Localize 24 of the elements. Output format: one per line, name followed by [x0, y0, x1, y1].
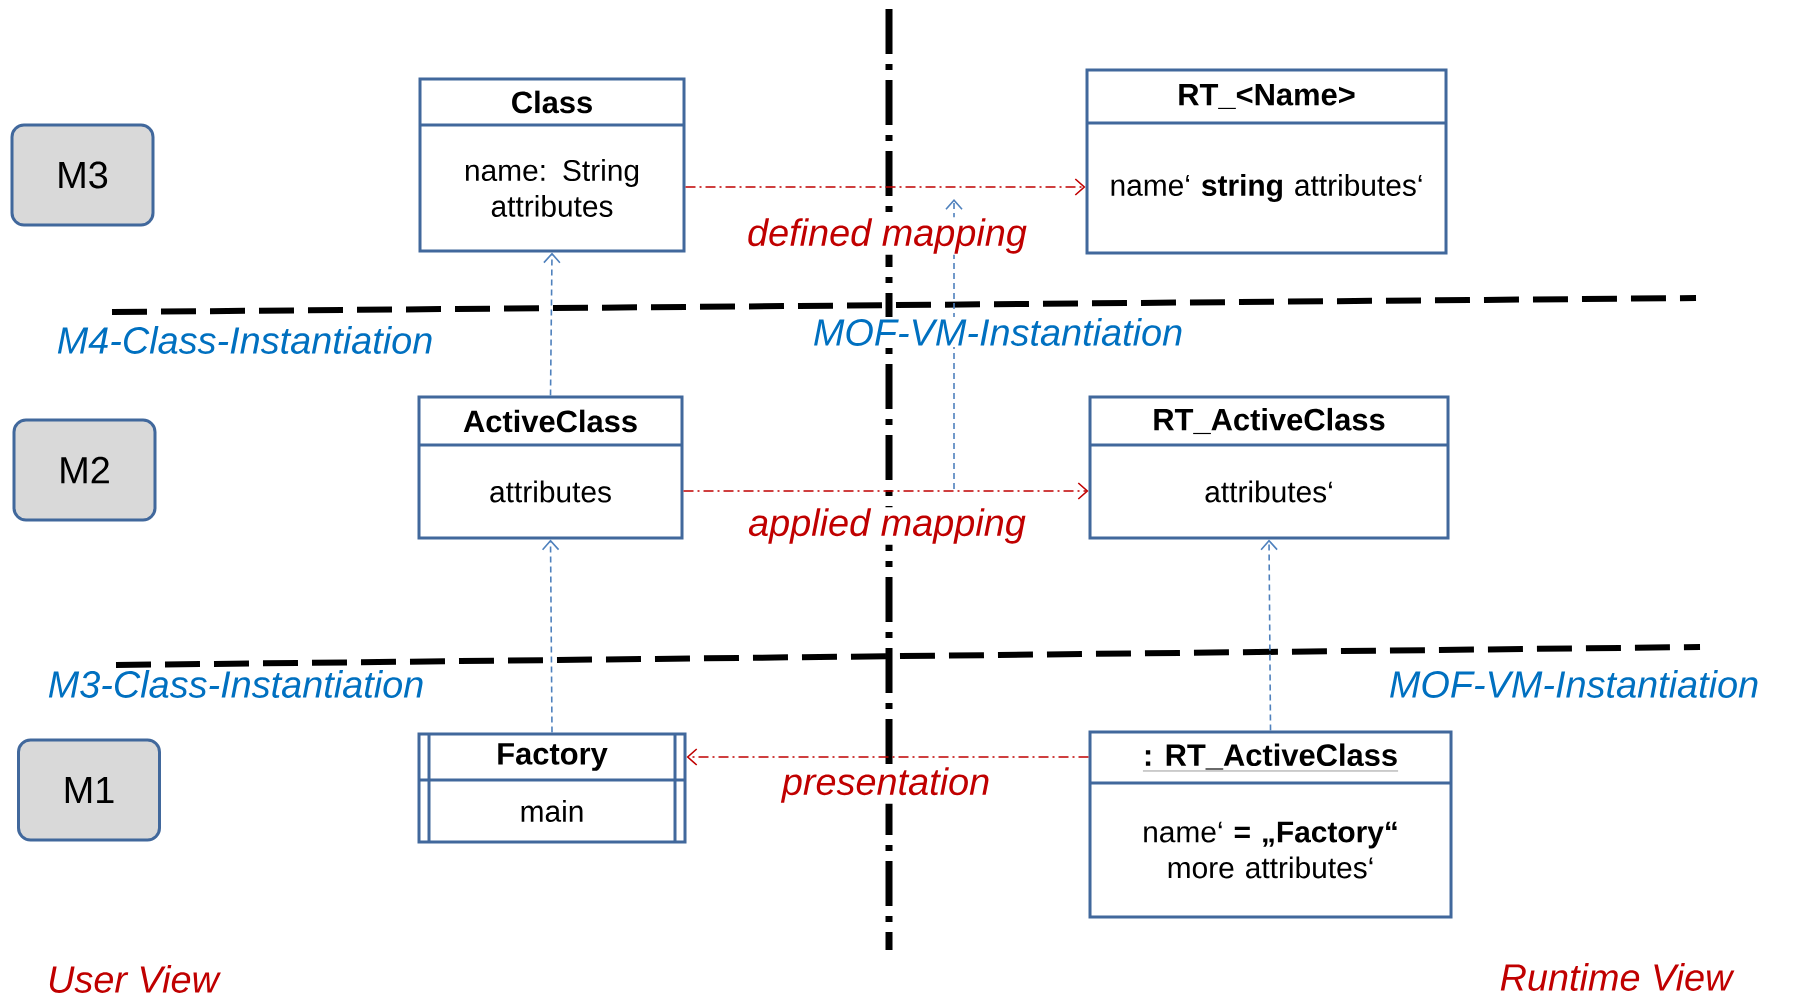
level-box: M1 — [17, 738, 161, 842]
layer-label: User View — [46, 964, 221, 994]
edge-label: applied mapping — [747, 507, 1027, 545]
layer-label: M4-Class-Instantiation — [55, 325, 435, 355]
layer-label: Runtime View — [1498, 962, 1735, 992]
level-box: M3 — [10, 123, 155, 227]
edge-label: presentation — [780, 766, 992, 804]
arrow — [1260, 539, 1278, 732]
layer-label: MOF-VM-Instantiation — [1387, 669, 1761, 699]
edge-label: defined mapping — [746, 217, 1028, 255]
arrow — [686, 748, 1090, 766]
arrow — [684, 178, 1086, 196]
class-box: ActiveClass attributes — [417, 395, 684, 540]
class-box: Factory main — [417, 732, 687, 844]
class-box: : RT_ActiveClass name‘ = „Factory“ more attributes‘ — [1088, 730, 1453, 919]
arrow — [543, 252, 561, 397]
class-box: Class name: String attributes — [418, 77, 686, 253]
arrow — [682, 482, 1089, 500]
arrow — [541, 539, 560, 734]
layer-label: M3-Class-Instantiation — [46, 669, 426, 699]
class-box: RT_<Name> name‘ string attributes‘ — [1085, 68, 1448, 255]
class-box: RT_ActiveClass attributes‘ — [1088, 395, 1450, 540]
layer-label: MOF-VM-Instantiation — [811, 317, 1185, 347]
level-box: M2 — [12, 418, 157, 522]
